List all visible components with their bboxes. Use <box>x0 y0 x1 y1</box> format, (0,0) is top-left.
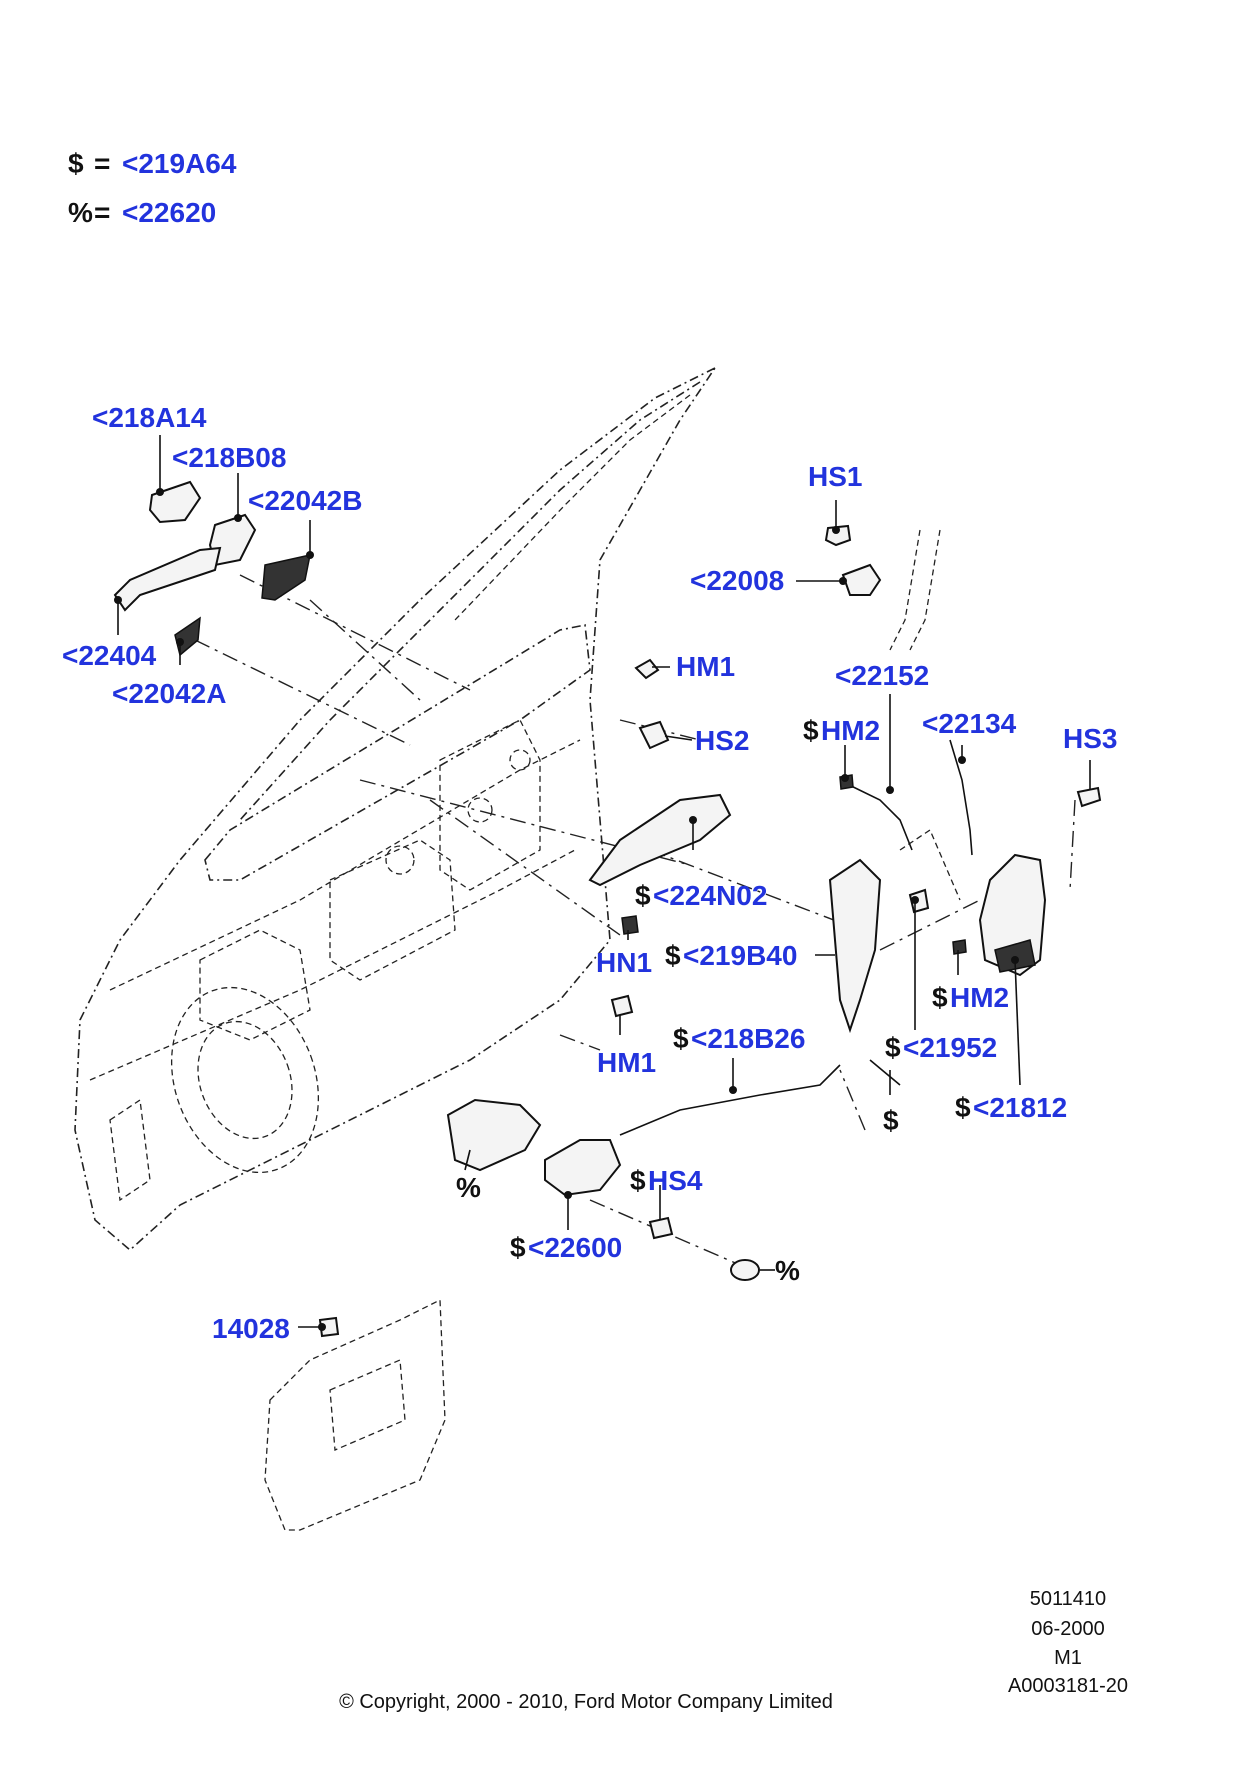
cap-22620-lower[interactable] <box>730 1259 760 1281</box>
trim-panel <box>264 1298 446 1531</box>
meta-revision: M1 <box>1054 1647 1082 1669</box>
label-218A14[interactable]: <218A14 <box>92 402 207 433</box>
part-shapes <box>113 480 1102 1531</box>
symbol-dollar-21952: $ <box>885 1032 901 1063</box>
trim-panel-detail <box>329 1359 406 1451</box>
label-22404[interactable]: <22404 <box>62 640 157 671</box>
label-219B40[interactable]: <219B40 <box>683 940 797 971</box>
bezel-22620[interactable] <box>446 1098 542 1172</box>
label-HN1[interactable]: HN1 <box>596 947 652 978</box>
nut-HM1-top[interactable] <box>634 658 660 680</box>
screw-HS1[interactable] <box>824 524 852 547</box>
symbol-dollar-HM2-upper: $ <box>803 715 819 746</box>
screw-HS3[interactable] <box>1076 786 1102 808</box>
label-HS1[interactable]: HS1 <box>808 461 862 492</box>
label-HM1-top[interactable]: HM1 <box>676 651 735 682</box>
label-22134[interactable]: <22134 <box>922 708 1017 739</box>
label-HS2[interactable]: HS2 <box>695 725 749 756</box>
leader-lines <box>114 435 1091 1331</box>
outer-handle-22404[interactable] <box>113 546 222 612</box>
label-224N02[interactable]: <224N02 <box>653 880 767 911</box>
callout-labels: <218A14 <218B08 <22042B <22404 <22042A H… <box>62 402 1117 1344</box>
symbol-dollar-224N02: $ <box>635 880 651 911</box>
label-22042A[interactable]: <22042A <box>112 678 226 709</box>
inner-handle-22600[interactable] <box>544 1139 622 1197</box>
label-218B26[interactable]: <218B26 <box>691 1023 805 1054</box>
label-HM2-upper[interactable]: HM2 <box>821 715 880 746</box>
bolt-lower[interactable] <box>869 1059 901 1086</box>
symbol-dollar-219B40: $ <box>665 940 681 971</box>
symbol-dollar-218B26: $ <box>673 1023 689 1054</box>
symbol-dollar-22600: $ <box>510 1232 526 1263</box>
label-218B08[interactable]: <218B08 <box>172 442 286 473</box>
copyright-notice: © Copyright, 2000 - 2010, Ford Motor Com… <box>339 1691 833 1713</box>
legend-part-22620[interactable]: <22620 <box>122 197 216 228</box>
label-22008[interactable]: <22008 <box>690 565 784 596</box>
gasket-22042B[interactable] <box>261 554 311 601</box>
symbol-dollar-bolt: $ <box>883 1105 899 1136</box>
nut-HM1-lower[interactable] <box>610 994 634 1018</box>
meta-reference: A0003181-20 <box>1008 1675 1128 1697</box>
label-22042B[interactable]: <22042B <box>248 485 362 516</box>
rod-22134[interactable] <box>949 739 973 856</box>
legend-part-219A64[interactable]: <219A64 <box>122 148 237 179</box>
cable-218B26[interactable] <box>619 1064 841 1136</box>
legend-symbol-dollar: $ <box>68 148 84 179</box>
symbol-percent-bezel: % <box>456 1172 481 1203</box>
meta-drawing-number: 5011410 <box>1030 1588 1106 1610</box>
label-21812[interactable]: <21812 <box>973 1092 1067 1123</box>
legend-equals: = <box>94 148 110 179</box>
label-14028[interactable]: 14028 <box>212 1313 290 1344</box>
nut-HN1[interactable] <box>621 915 639 935</box>
door-outline <box>74 365 718 1252</box>
bracket-219B40[interactable] <box>828 858 882 1034</box>
label-HM2-lower[interactable]: HM2 <box>950 982 1009 1013</box>
symbol-percent-cap: % <box>775 1255 800 1286</box>
nut-HM2-latch[interactable] <box>952 939 967 955</box>
meta-date: 06-2000 <box>1031 1618 1104 1640</box>
label-HS3[interactable]: HS3 <box>1063 723 1117 754</box>
gasket-22042A[interactable] <box>174 616 201 657</box>
bracket-218B08[interactable] <box>208 513 257 567</box>
legend-equals: = <box>94 197 110 228</box>
symbol-dollar-HM2-lower: $ <box>932 982 948 1013</box>
label-22152[interactable]: <22152 <box>835 660 929 691</box>
legend-symbol-percent: % <box>68 197 93 228</box>
legend: $ = <219A64 % = <22620 <box>68 148 237 228</box>
label-22600[interactable]: <22600 <box>528 1232 622 1263</box>
label-21952[interactable]: <21952 <box>903 1032 997 1063</box>
drawing-meta: 5011410 06-2000 M1 A0003181-20 <box>1008 1588 1128 1697</box>
symbol-dollar-21812: $ <box>955 1092 971 1123</box>
screw-HS2[interactable] <box>638 720 670 750</box>
label-HM1-lower[interactable]: HM1 <box>597 1047 656 1078</box>
striker-22008[interactable] <box>841 563 882 596</box>
handle-bracket-224N02[interactable] <box>588 793 732 887</box>
bezel-218A14[interactable] <box>148 480 202 524</box>
label-HS4[interactable]: HS4 <box>648 1165 703 1196</box>
symbol-dollar-HS4: $ <box>630 1165 646 1196</box>
screw-HS4[interactable] <box>648 1216 674 1240</box>
rod-22152[interactable] <box>842 781 913 851</box>
